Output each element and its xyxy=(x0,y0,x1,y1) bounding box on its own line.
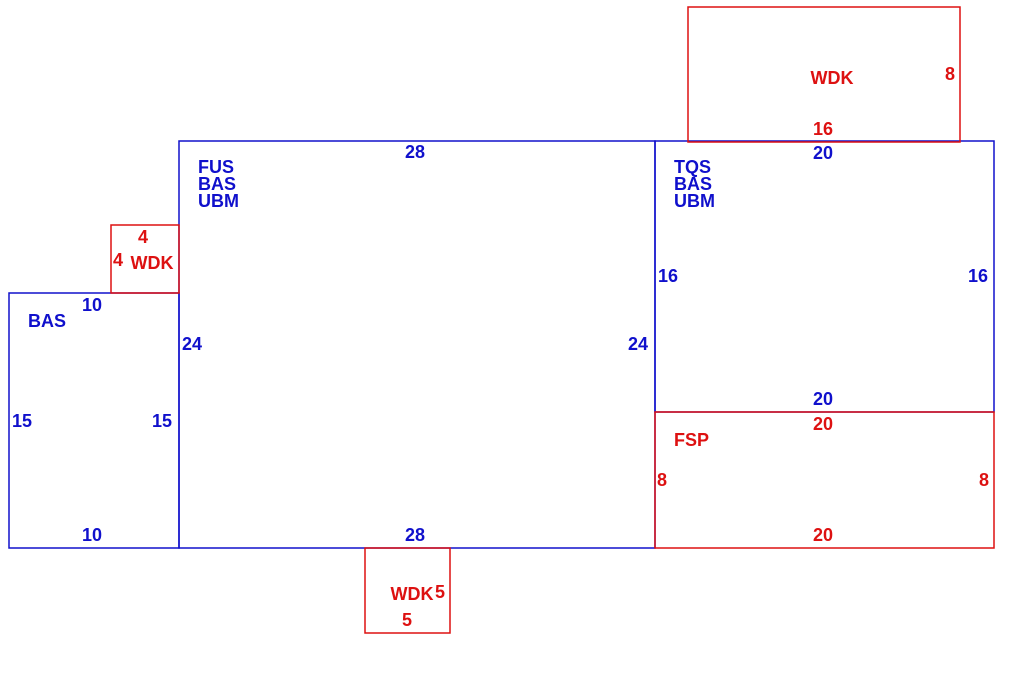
east-area-left-dimension: 16 xyxy=(658,266,678,286)
area-wdk-bottom: WDK 5 5 xyxy=(364,547,451,634)
wdk-bottom-code: WDK xyxy=(391,584,434,604)
main-area-code-bas: BAS xyxy=(198,174,236,194)
area-fsp: FSP 20 20 8 8 xyxy=(654,411,995,549)
main-area-right-dimension: 24 xyxy=(628,334,648,354)
fsp-left-dimension: 8 xyxy=(657,470,667,490)
west-bas-left-dimension: 15 xyxy=(12,411,32,431)
area-wdk-small: WDK 4 4 xyxy=(110,224,180,294)
west-bas-right-dimension: 15 xyxy=(152,411,172,431)
fsp-bottom-dimension: 20 xyxy=(813,525,833,545)
east-area-code-bas: BAS xyxy=(674,174,712,194)
fsp-right-dimension: 8 xyxy=(979,470,989,490)
wdk-small-outline xyxy=(110,224,180,294)
wdk-top-bottom-dimension: 16 xyxy=(813,119,833,139)
main-area-outline xyxy=(178,140,656,549)
wdk-small-top-dimension: 4 xyxy=(138,227,148,247)
area-west-bas: BAS 10 10 15 15 xyxy=(8,292,180,549)
main-area-top-dimension: 28 xyxy=(405,142,425,162)
wdk-bottom-right-dimension: 5 xyxy=(435,582,445,602)
west-bas-top-dimension: 10 xyxy=(82,295,102,315)
fsp-top-dimension: 20 xyxy=(813,414,833,434)
east-area-right-dimension: 16 xyxy=(968,266,988,286)
area-main-fus-bas-ubm: FUS BAS UBM 28 28 24 24 xyxy=(178,140,656,549)
wdk-top-outline xyxy=(687,6,961,143)
area-wdk-top: WDK 8 16 xyxy=(687,6,961,143)
west-bas-bottom-dimension: 10 xyxy=(82,525,102,545)
fsp-code: FSP xyxy=(674,430,709,450)
area-east-tqs-bas-ubm: TQS BAS UBM 20 20 16 16 xyxy=(654,140,995,413)
main-area-left-dimension: 24 xyxy=(182,334,202,354)
fsp-outline xyxy=(654,411,995,549)
main-area-code-fus: FUS xyxy=(198,157,234,177)
wdk-bottom-outline xyxy=(364,547,451,634)
east-area-top-dimension: 20 xyxy=(813,143,833,163)
wdk-top-right-dimension: 8 xyxy=(945,64,955,84)
east-area-code-tqs: TQS xyxy=(674,157,711,177)
main-area-bottom-dimension: 28 xyxy=(405,525,425,545)
wdk-top-code: WDK xyxy=(811,68,854,88)
wdk-small-code: WDK xyxy=(131,253,174,273)
wdk-small-left-dimension: 4 xyxy=(113,250,123,270)
west-bas-code: BAS xyxy=(28,311,66,331)
east-area-bottom-dimension: 20 xyxy=(813,389,833,409)
wdk-bottom-bottom-dimension: 5 xyxy=(402,610,412,630)
main-area-code-ubm: UBM xyxy=(198,191,239,211)
east-area-code-ubm: UBM xyxy=(674,191,715,211)
west-bas-outline xyxy=(8,292,180,549)
